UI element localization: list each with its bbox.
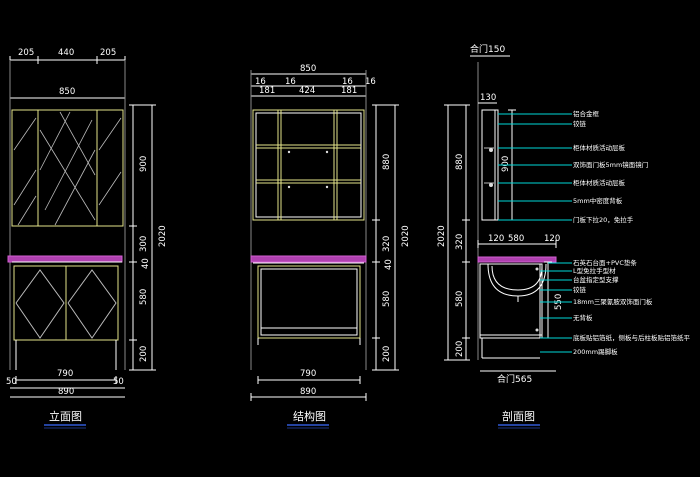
elev-mirror-hatch xyxy=(13,111,122,226)
annotation-door-drop: 门板下拉20，免拉手 xyxy=(573,215,634,224)
annotation-foil: 底板贴铝箔纸，侧板与后柱板贴铝箔纸平 xyxy=(573,333,691,342)
struct-board-2: 16 xyxy=(285,77,296,87)
section-dim-580: 580 xyxy=(455,291,465,307)
elev-offset-left: 50 xyxy=(6,377,17,387)
annotation-shelf-1: 柜体材质活动层板 xyxy=(573,143,626,152)
elev-dim-left: 205 xyxy=(18,48,34,58)
annotation-basin-support: 台盆指定型支撑 xyxy=(573,275,619,284)
section-bottom-label: 合门565 xyxy=(497,373,532,385)
section-annotations: 铝合金框 铰链 柜体材质活动层板 双饰面门板5mm镜面镜门 柜体材质活动层板 5… xyxy=(498,109,691,356)
struct-total-width: 850 xyxy=(300,64,316,74)
struct-dim-320: 320 xyxy=(382,236,392,252)
annotation-quartz-top: 石英石台面+PVC垫条 xyxy=(573,258,637,267)
elev-door-right-pattern xyxy=(67,269,117,339)
struct-base-width: 790 xyxy=(300,369,316,379)
elev-offset-right: 50 xyxy=(113,377,124,387)
struct-dim-200: 200 xyxy=(382,346,392,362)
elev-base-width: 790 xyxy=(57,369,73,379)
struct-inner-dim: 40 xyxy=(384,259,394,270)
struct-board-1: 16 xyxy=(255,77,266,87)
elev-inner-dim: 40 xyxy=(141,258,151,269)
section-dim-320: 320 xyxy=(455,234,465,250)
annotation-aluminum-frame: 铝合金框 xyxy=(573,109,600,118)
struct-bay-right: 181 xyxy=(341,86,357,96)
annotation-kickboard: 200mm踢脚板 xyxy=(573,347,618,356)
elevation-view: 205 440 205 850 xyxy=(6,48,168,429)
annotation-hinge-upper: 铰链 xyxy=(573,119,587,128)
annotation-l-profile: L型免拉手型材 xyxy=(573,266,616,275)
section-dim-880: 880 xyxy=(455,154,465,170)
section-overall-height: 2020 xyxy=(437,225,447,247)
elev-dim-580: 580 xyxy=(139,289,149,305)
struct-bottom-total: 890 xyxy=(300,387,316,397)
section-counter-dim-1: 120 xyxy=(488,234,504,244)
struct-upper-carcass xyxy=(252,109,365,221)
section-counter-dim-3: 120 xyxy=(544,234,560,244)
struct-dim-580: 580 xyxy=(382,291,392,307)
elev-total-width: 850 xyxy=(59,87,75,97)
section-title: 剖面图 xyxy=(502,409,535,423)
section-countertop xyxy=(477,256,557,263)
elev-countertop xyxy=(7,255,123,263)
section-mirror-cabinet xyxy=(481,109,499,221)
section-top-label: 合门150 xyxy=(470,43,505,55)
annotation-back-panel: 5mm中密度背板 xyxy=(573,196,623,205)
struct-overall-height: 2020 xyxy=(401,225,411,247)
annotation-door-panel: 18mm三聚氰胺双饰面门板 xyxy=(573,297,653,306)
elev-mirror-cabinet xyxy=(11,109,124,227)
annotation-shelf-2: 柜体材质活动层板 xyxy=(573,178,626,187)
struct-dim-880: 880 xyxy=(382,154,392,170)
elev-bottom-total: 890 xyxy=(58,387,74,397)
annotation-no-back: 无背板 xyxy=(573,313,593,322)
struct-title: 结构图 xyxy=(293,409,326,423)
section-dim-200: 200 xyxy=(455,341,465,357)
section-mirror-dim: 900 xyxy=(501,156,511,172)
elev-dim-mid: 440 xyxy=(58,48,74,58)
section-base-cabinet xyxy=(479,263,543,339)
elev-dim-right: 205 xyxy=(100,48,116,58)
annotation-hinge-lower: 铰链 xyxy=(573,285,587,294)
struct-board-3: 16 xyxy=(342,77,353,87)
elev-dim-200: 200 xyxy=(139,346,149,362)
struct-countertop xyxy=(250,255,367,263)
section-counter-dim-2: 580 xyxy=(508,234,524,244)
section-depth-top: 130 xyxy=(480,93,496,103)
struct-bay-mid: 424 xyxy=(299,86,315,96)
annotation-mirror-door: 双饰面门板5mm镜面镜门 xyxy=(573,160,648,169)
elev-door-left-pattern xyxy=(15,269,65,339)
struct-base-carcass xyxy=(257,265,361,339)
structure-view: 850 16 16 16 16 181 424 181 xyxy=(250,64,411,429)
struct-shelf-pins xyxy=(287,150,329,189)
elev-overall-height: 2020 xyxy=(158,225,168,247)
struct-board-4: 16 xyxy=(365,77,376,87)
elev-dim-900: 900 xyxy=(139,156,149,172)
elev-dim-300: 300 xyxy=(139,236,149,252)
elev-title: 立面图 xyxy=(49,409,82,423)
section-view: 合门150 130 880 320 580 200 2020 900 xyxy=(437,43,691,429)
struct-bay-left: 181 xyxy=(259,86,275,96)
